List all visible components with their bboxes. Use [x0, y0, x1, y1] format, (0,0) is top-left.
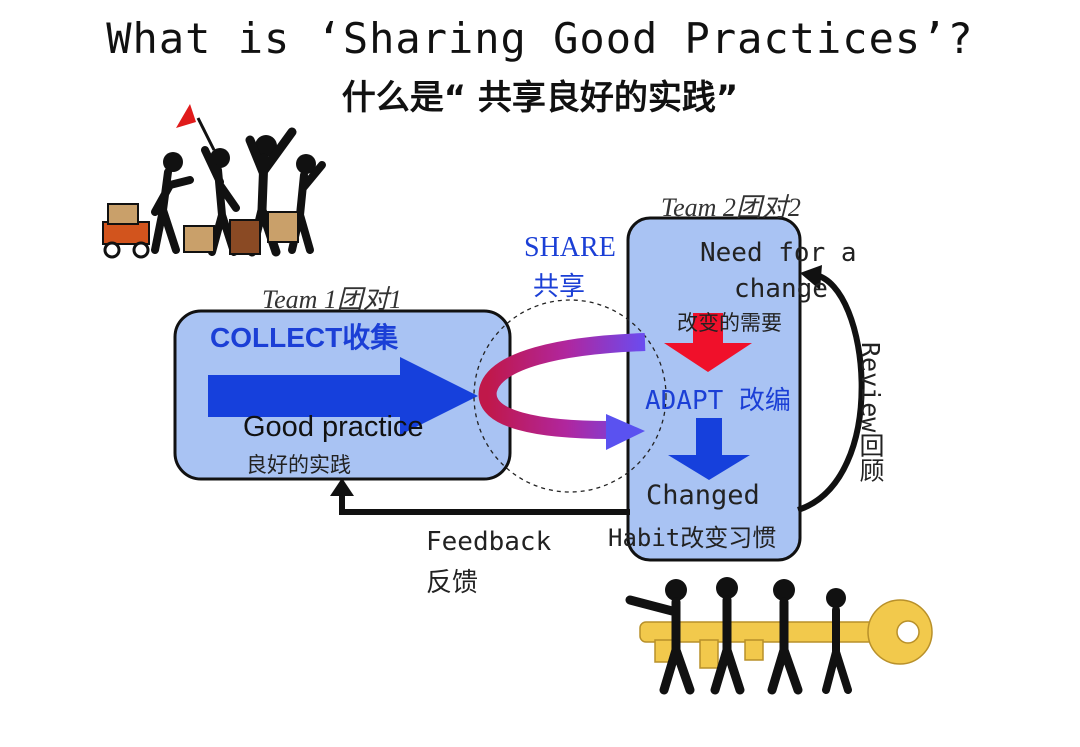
people-with-luggage-illustration: [102, 104, 326, 259]
team2-box: [626, 216, 802, 562]
need-for-change-zh: 改变的需要: [677, 311, 782, 335]
habit-label: Habit改变习惯: [608, 524, 777, 552]
feedback-arrowhead: [330, 478, 354, 496]
title-english: What is ‘Sharing Good Practices’?: [106, 14, 974, 63]
review-label: Review回顾: [856, 342, 885, 483]
good-practice-label: Good practice: [243, 411, 424, 443]
good-practice-zh-label: 良好的实践: [246, 453, 351, 477]
need-for-change-line1: Need for a: [700, 238, 857, 268]
review-arrow: [797, 272, 865, 513]
changed-label: Changed: [646, 480, 760, 511]
feedback-zh-label: 反馈: [426, 568, 479, 598]
people-carrying-key-illustration: [625, 577, 933, 695]
feedback-arrow: [339, 492, 630, 515]
collect-arrow: [208, 357, 478, 435]
need-for-change-line2: change: [734, 274, 828, 304]
team1-label: Team 1团对1: [262, 285, 402, 314]
feedback-label: Feedback: [426, 527, 552, 557]
share-curve-arrow: [478, 333, 646, 439]
adapt-label: ADAPT 改编: [645, 386, 791, 416]
share-label: SHARE: [524, 232, 616, 263]
title-chinese: 什么是“ 共享良好的实践”: [341, 78, 739, 118]
review-arrowhead: [800, 265, 822, 290]
red-down-arrow: [664, 313, 752, 372]
share-curve-arrowhead: [606, 414, 645, 450]
blue-down-arrow: [668, 418, 750, 480]
share-circle: [473, 299, 667, 493]
collect-label: COLLECT收集: [210, 322, 399, 353]
team2-label: Team 2团对2: [661, 193, 801, 222]
share-zh-label: 共享: [533, 272, 586, 302]
